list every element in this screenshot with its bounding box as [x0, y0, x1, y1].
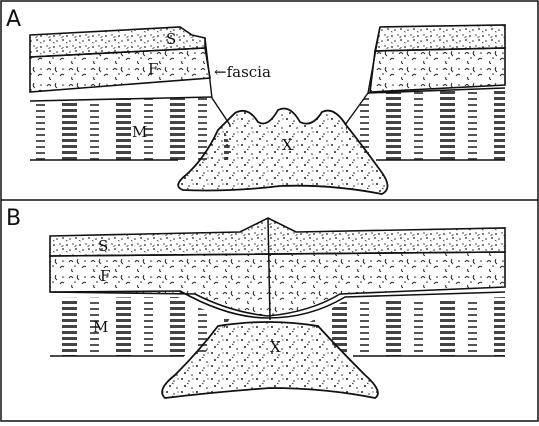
panel-b-fat-label: F	[100, 267, 110, 285]
panel-a-muscle-label: M	[132, 123, 147, 141]
panel-b-label: B	[6, 206, 21, 231]
panel-a-skin-label: S	[166, 30, 176, 48]
panel-b-mass-label: X	[270, 338, 281, 356]
panel-b-skin-label: S	[98, 237, 108, 255]
panel-b-muscle-label: M	[93, 318, 108, 336]
fascia-annotation: ←fascia	[214, 63, 271, 81]
panel-a-left-muscle	[30, 97, 230, 160]
panel-a-right-skin	[375, 25, 505, 51]
panel-a-right-fat	[370, 48, 505, 92]
panel-a-label: A	[6, 7, 21, 32]
panel-a-mass-label: X	[282, 136, 293, 154]
panel-b-right-muscle	[310, 297, 505, 356]
panel-a-fat-label: F	[148, 60, 158, 78]
panel-a-right-muscle	[345, 88, 505, 160]
